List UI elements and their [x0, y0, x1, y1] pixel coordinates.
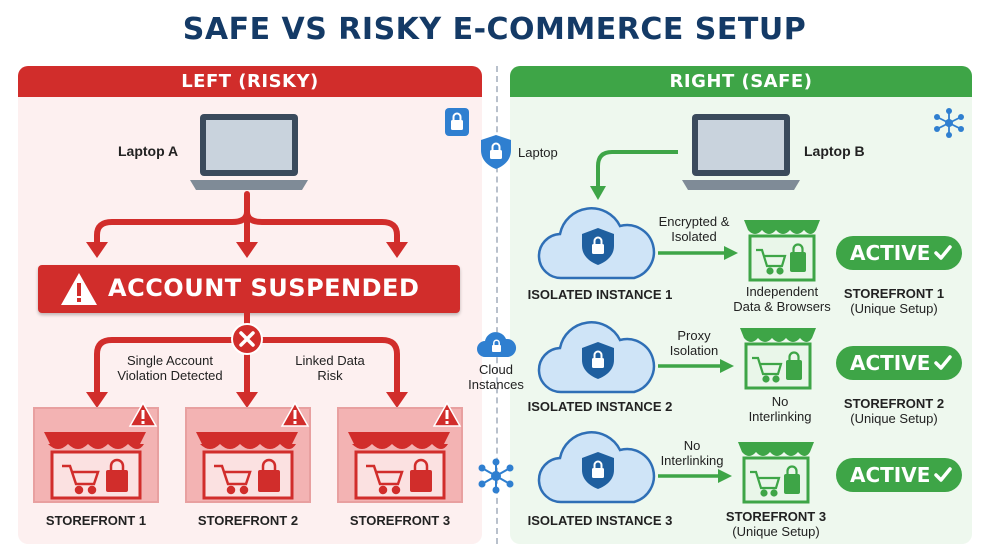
- lock-icon: [445, 108, 469, 136]
- store-caption-no: No: [771, 394, 789, 409]
- safe-storefront-2-label: STOREFRONT 2: [843, 396, 945, 411]
- laptop-b-label: Laptop B: [804, 143, 865, 159]
- active-badge-2-text: ACTIVE: [850, 351, 931, 375]
- note-linked-data: Linked Data: [295, 353, 365, 368]
- isolated-instance-1-label: ISOLATED INSTANCE 1: [527, 287, 673, 302]
- network-icon: [478, 458, 514, 494]
- safe-storefront-1-sub: (Unique Setup): [850, 301, 938, 316]
- laptop-a-icon: [190, 114, 308, 190]
- legend-cloud-label: Cloud: [479, 362, 513, 377]
- risky-storefront-3-label: STOREFRONT 3: [349, 513, 451, 528]
- cloud-instance-2: [537, 321, 656, 394]
- risky-header: LEFT (RISKY): [18, 66, 482, 97]
- risky-storefront-2-label: STOREFRONT 2: [197, 513, 299, 528]
- safe-storefront-2-sub: (Unique Setup): [850, 411, 938, 426]
- error-x-icon: [231, 323, 263, 355]
- legend-instances-label: Instances: [468, 377, 524, 392]
- safe-storefront-1-label: STOREFRONT 1: [843, 286, 945, 301]
- safe-storefront-3-label: STOREFRONT 3: [725, 509, 827, 524]
- active-badge-3: ACTIVE: [836, 458, 962, 492]
- arrow-label-proxy: Proxy: [677, 328, 711, 343]
- active-badge-1-text: ACTIVE: [850, 241, 931, 265]
- legend-laptop-label: Laptop: [518, 145, 558, 160]
- storefront-2-warning-icon: [280, 401, 310, 427]
- safe-storefront-3-icon: [738, 442, 814, 504]
- arrow-label-encrypted: Encrypted &: [658, 214, 730, 229]
- panel-divider: [496, 66, 498, 544]
- storefront-3-warning-icon: [432, 401, 462, 427]
- arrow-label-no: No: [683, 438, 701, 453]
- shield-icon: [481, 135, 511, 169]
- safe-storefront-3-sub: (Unique Setup): [732, 524, 820, 539]
- check-icon: [934, 245, 952, 260]
- store-caption-interlinking: Interlinking: [748, 409, 812, 424]
- store-caption-data-browsers: Data & Browsers: [733, 299, 831, 314]
- active-badge-1: ACTIVE: [836, 236, 962, 270]
- storefront-2-box: [185, 407, 311, 503]
- arrow-label-interlinking: Interlinking: [660, 453, 724, 468]
- safe-header: RIGHT (SAFE): [510, 66, 972, 97]
- note-violation: Violation Detected: [117, 368, 223, 383]
- risky-storefront-1-label: STOREFRONT 1: [45, 513, 147, 528]
- check-icon: [934, 467, 952, 482]
- arrow-label-proxy-isolation: Isolation: [669, 343, 719, 358]
- storefront-3-box: [337, 407, 463, 503]
- safe-storefront-1-icon: [744, 220, 820, 282]
- note-single-account: Single Account: [126, 353, 213, 368]
- note-risk: Risk: [317, 368, 343, 383]
- cloud-lock-icon: [477, 332, 517, 357]
- isolated-instance-3-label: ISOLATED INSTANCE 3: [527, 513, 673, 528]
- laptop-a-label: Laptop A: [118, 143, 179, 159]
- storefront-1-warning-icon: [128, 401, 158, 427]
- active-badge-2: ACTIVE: [836, 346, 962, 380]
- laptop-b-icon: [682, 114, 800, 190]
- page-title: SAFE VS RISKY E-COMMERCE SETUP: [182, 12, 807, 47]
- check-icon: [934, 355, 952, 370]
- isolated-instance-2-label: ISOLATED INSTANCE 2: [527, 399, 673, 414]
- network-hub-icon: [934, 108, 964, 138]
- storefront-1-box: [33, 407, 159, 503]
- account-suspended-banner: [38, 265, 460, 313]
- account-suspended-text: ACCOUNT SUSPENDED: [108, 274, 420, 302]
- cloud-instance-3: [537, 431, 656, 504]
- safe-storefront-2-icon: [740, 328, 816, 390]
- warning-icon: [61, 273, 97, 305]
- arrow-label-isolated: Isolated: [671, 229, 717, 244]
- active-badge-3-text: ACTIVE: [850, 463, 931, 487]
- cloud-instance-1: [537, 207, 656, 280]
- store-caption-independent: Independent: [745, 284, 819, 299]
